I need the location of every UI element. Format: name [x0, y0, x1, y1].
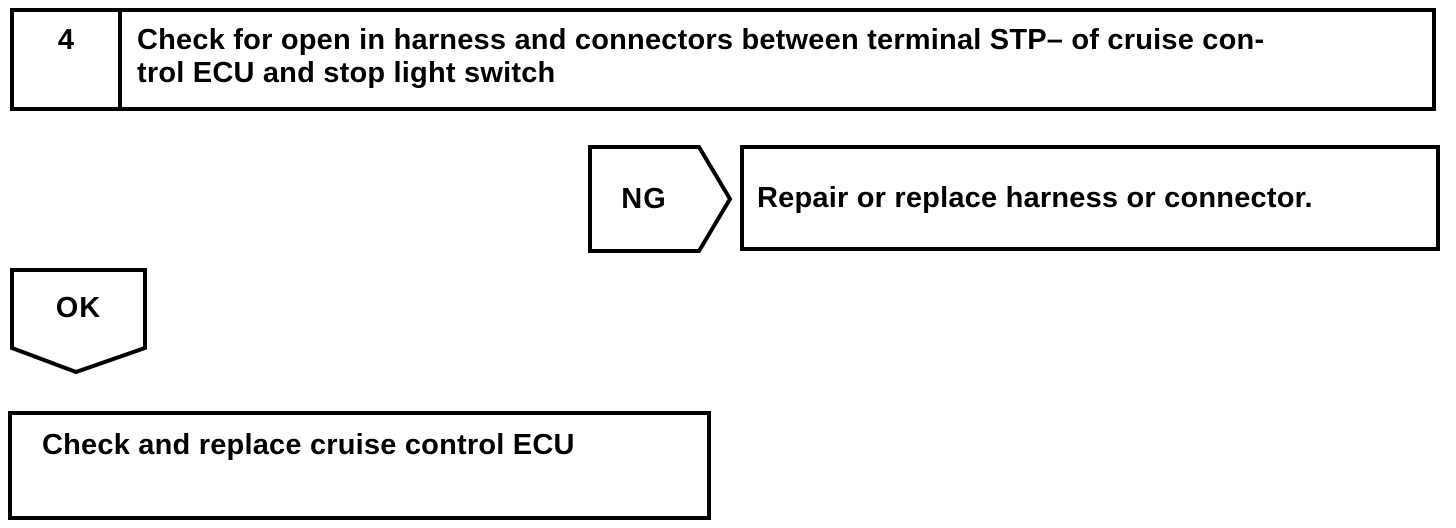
ng-pentagon-shape [588, 145, 733, 253]
step-number: 4 [14, 12, 122, 107]
ng-action-text: Repair or replace harness or connector. [757, 181, 1313, 214]
ok-connector: OK [10, 268, 147, 375]
ok-label: OK [55, 291, 102, 324]
ng-action-box: Repair or replace harness or connector. [740, 145, 1440, 251]
ok-pentagon-outline [10, 268, 147, 375]
step-instruction: Check for open in harness and connectors… [122, 12, 1432, 107]
ok-action-box: Check and replace cruise control ECU [8, 411, 711, 520]
ok-action-text: Check and replace cruise control ECU [42, 429, 575, 461]
ng-connector: NG [588, 145, 733, 253]
ok-pentagon-shape [10, 268, 147, 375]
step-box: 4 Check for open in harness and connecto… [10, 8, 1436, 111]
ng-pentagon-outline [588, 145, 733, 253]
step-instruction-line-1: Check for open in harness and connectors… [137, 24, 1265, 56]
step-instruction-line-2: trol ECU and stop light switch [137, 57, 556, 89]
ng-label: NG [621, 182, 667, 215]
